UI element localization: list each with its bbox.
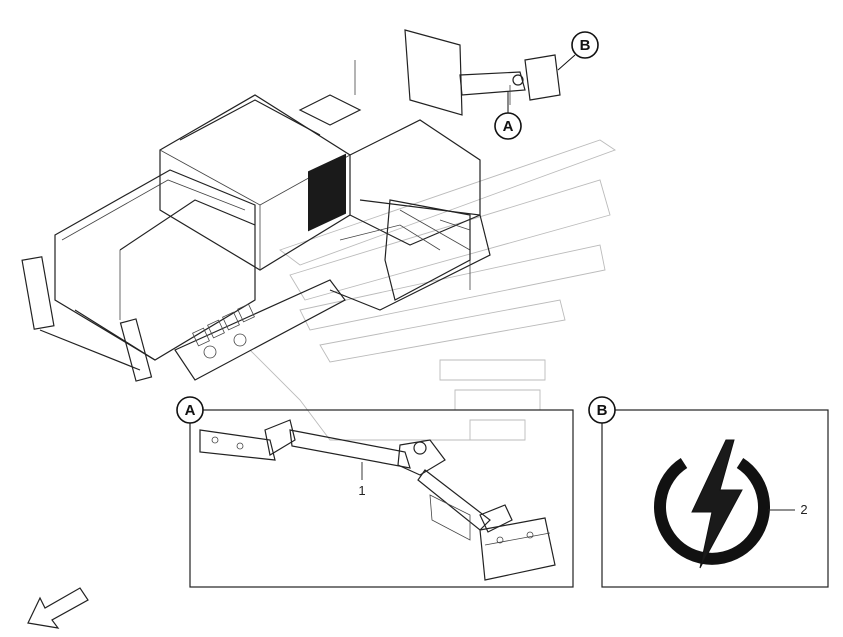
detail-b-badge: B	[588, 396, 616, 424]
power-icon	[654, 439, 770, 569]
watermark-logo	[249, 139, 616, 441]
callout-a-marker[interactable]: A	[494, 92, 522, 140]
callout-b-letter: B	[580, 37, 591, 54]
detail-b-letter: B	[597, 402, 608, 419]
arrow-down-left-icon	[27, 587, 89, 629]
callout-b-marker[interactable]: B	[557, 31, 599, 71]
callout-a-letter: A	[503, 118, 514, 135]
part-number-1: 1	[358, 483, 365, 498]
part-number-2: 2	[800, 502, 807, 517]
track-pads	[192, 303, 255, 359]
paver-machine-overview	[21, 29, 561, 382]
detail-a-badge: A	[176, 396, 204, 424]
detail-a-panel: A 1	[176, 396, 574, 588]
detail-b-panel: B 2	[588, 396, 829, 588]
lamp-bracket-arm	[199, 419, 556, 581]
detail-a-letter: A	[185, 402, 196, 419]
